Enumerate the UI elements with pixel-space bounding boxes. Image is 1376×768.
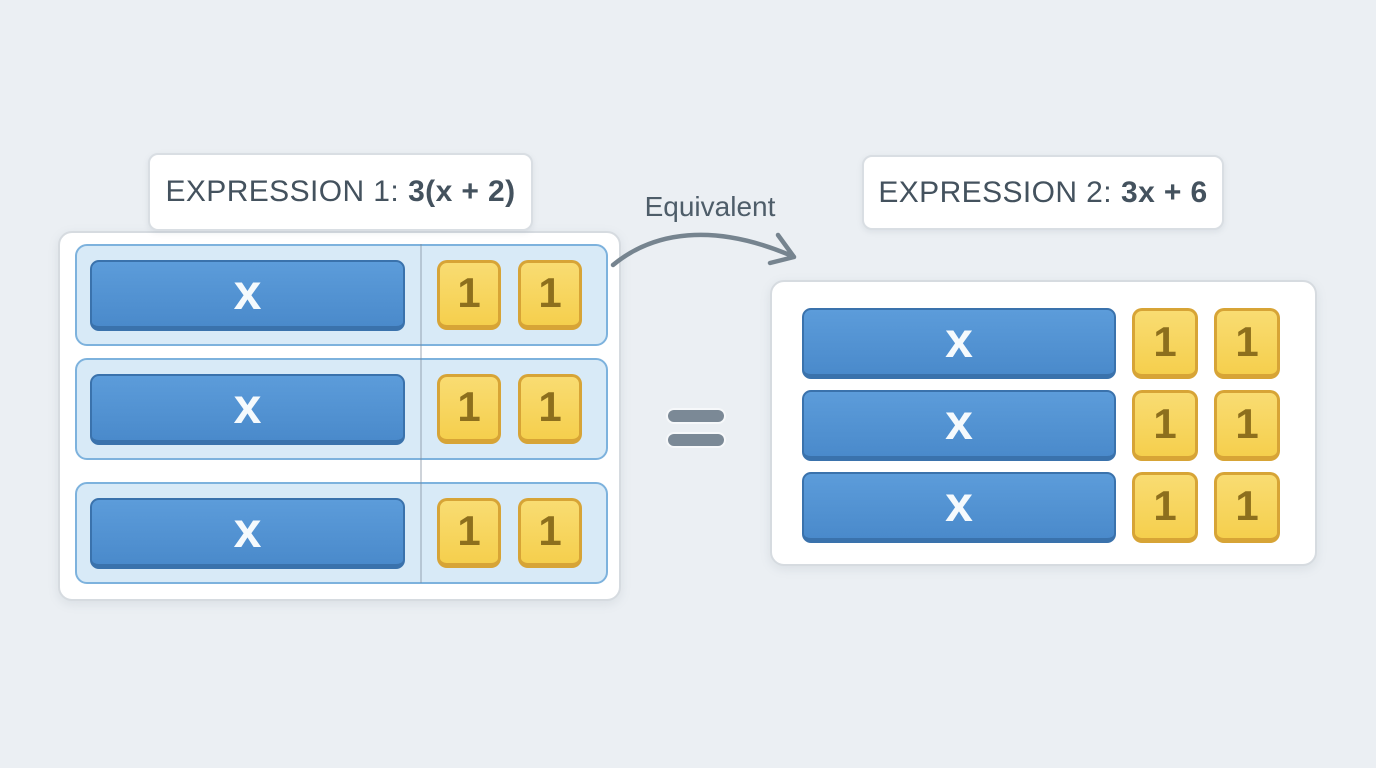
expression1-label-prefix: EXPRESSION 1: bbox=[165, 175, 400, 208]
expression1-label: EXPRESSION 1: 3(x + 2) bbox=[148, 153, 533, 231]
expression1-label-value: 3(x + 2) bbox=[408, 175, 516, 208]
unit-tile: 1 bbox=[1132, 472, 1198, 543]
expression2-label-value: 3x + 6 bbox=[1120, 175, 1208, 209]
group-row: x 1 1 bbox=[75, 244, 608, 346]
group-row: x 1 1 bbox=[75, 358, 608, 460]
unit-tile: 1 bbox=[518, 260, 582, 330]
expression2-label-prefix: EXPRESSION 2: bbox=[878, 175, 1112, 209]
unit-tile: 1 bbox=[1132, 390, 1198, 461]
x-tile: x bbox=[802, 390, 1116, 461]
x-tile: x bbox=[802, 308, 1116, 379]
x-tile: x bbox=[90, 260, 405, 331]
unit-tile: 1 bbox=[518, 498, 582, 568]
x-tile: x bbox=[90, 498, 405, 569]
expression2-panel: x 1 1 x 1 1 x 1 1 bbox=[770, 280, 1317, 566]
equals-icon: = bbox=[668, 410, 724, 446]
unit-tile: 1 bbox=[1214, 308, 1280, 379]
unit-tile: 1 bbox=[437, 374, 501, 444]
unit-tile: 1 bbox=[1214, 472, 1280, 543]
column-divider-line bbox=[420, 244, 422, 583]
x-tile: x bbox=[90, 374, 405, 445]
unit-tile: 1 bbox=[437, 498, 501, 568]
expression1-panel: x 1 1 x 1 1 x 1 1 bbox=[58, 231, 621, 601]
unit-tile: 1 bbox=[518, 374, 582, 444]
expression2-label: EXPRESSION 2: 3x + 6 bbox=[862, 155, 1224, 230]
group-row: x 1 1 bbox=[75, 482, 608, 584]
unit-tile: 1 bbox=[1132, 308, 1198, 379]
equivalent-label: Equivalent bbox=[644, 191, 776, 222]
equivalent-arrow-icon bbox=[610, 232, 797, 268]
unit-tile: 1 bbox=[437, 260, 501, 330]
x-tile: x bbox=[802, 472, 1116, 543]
unit-tile: 1 bbox=[1214, 390, 1280, 461]
